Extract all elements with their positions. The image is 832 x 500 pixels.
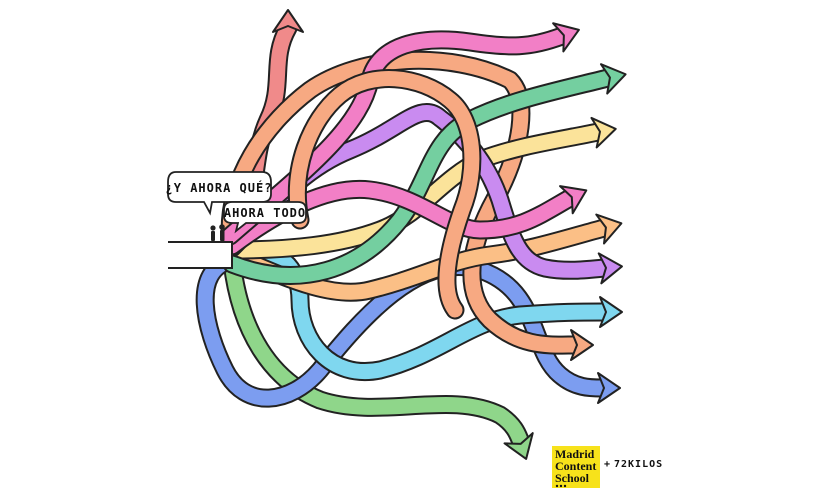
logo-line-3: School: [555, 471, 590, 485]
speech-question-text: ¿Y AHORA QUÉ?: [166, 180, 273, 195]
blue-arrow: [195, 250, 621, 408]
green-arrow-head: [599, 63, 627, 95]
pink-top-arrow-head: [552, 22, 580, 53]
green-arrow: [222, 63, 627, 285]
partner-name: 72KILOS: [614, 459, 663, 470]
purple-arrow-head: [597, 252, 623, 285]
speech-bubble-answer: AHORA TODO: [223, 201, 307, 234]
red-arrow-head: [272, 9, 304, 33]
speech-answer-text: AHORA TODO: [224, 206, 306, 220]
tangled-arrows-group: [195, 9, 627, 460]
speech-bubble-question: ¿Y AHORA QUÉ?: [166, 171, 273, 216]
partner-credit: + 72KILOS: [604, 459, 663, 470]
logo-dot: [563, 484, 567, 488]
blue-arrow-body: [197, 252, 610, 406]
cyan-arrow-head: [599, 296, 623, 328]
green-arrow-body: [224, 70, 616, 283]
apricot-arrow-head: [595, 213, 623, 245]
madrid-content-school-logo: Madrid Content School: [552, 446, 600, 488]
figure-right: [219, 224, 225, 241]
orange-loop-arrow-body: [289, 71, 480, 318]
yellow-arrow-head: [590, 116, 617, 149]
pink-arrow-head: [559, 185, 588, 215]
lime-arrow: [222, 252, 534, 460]
cliff-ledge: [168, 241, 233, 269]
logo-line-1: Madrid: [555, 447, 595, 461]
logo-background: [552, 446, 600, 488]
logo-line-2: Content: [555, 459, 596, 473]
orange-arrow-head: [570, 329, 594, 361]
logo-dot: [555, 484, 559, 488]
partner-joiner: +: [604, 459, 611, 470]
orange-loop-arrow: [287, 69, 482, 320]
logo-dot: [559, 484, 563, 488]
lime-arrow-head: [503, 432, 534, 460]
blue-arrow-head: [597, 372, 621, 404]
lime-arrow-body: [224, 254, 528, 448]
figure-left: [210, 225, 216, 241]
